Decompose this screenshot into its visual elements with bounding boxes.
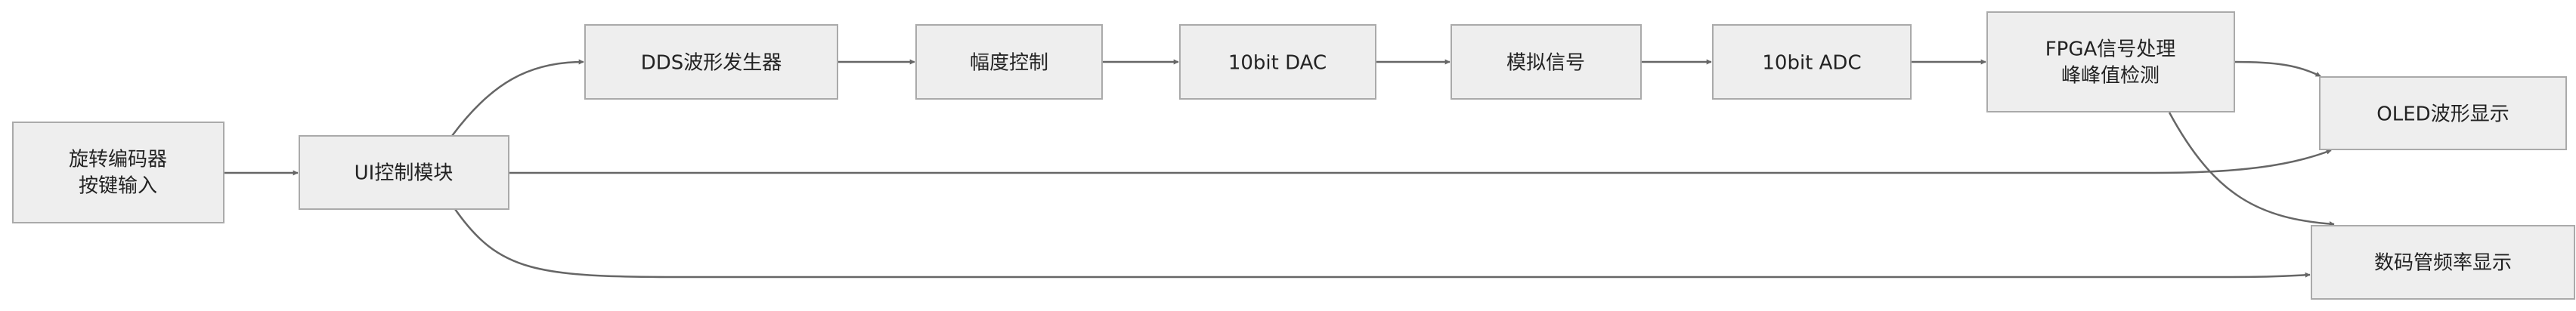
node-analog: 模拟信号 <box>1451 24 1642 100</box>
node-label: 模拟信号 <box>1506 52 1585 75</box>
node-ui-control: UI控制模块 <box>299 135 509 210</box>
node-label: 幅度控制 <box>970 52 1048 75</box>
node-label: 按键输入 <box>79 175 157 198</box>
node-adc: 10bit ADC <box>1712 24 1912 100</box>
node-label: OLED波形显示 <box>2376 103 2509 126</box>
node-label: DDS波形发生器 <box>641 52 782 75</box>
node-amplitude: 幅度控制 <box>915 24 1103 100</box>
node-label: 旋转编码器 <box>69 149 167 171</box>
node-encoder: 旋转编码器 按键输入 <box>12 122 224 223</box>
node-dac: 10bit DAC <box>1179 24 1376 100</box>
node-label: 数码管频率显示 <box>2374 252 2512 275</box>
node-seven-segment: 数码管频率显示 <box>2311 225 2575 300</box>
node-label: 峰峰值检测 <box>2061 65 2160 88</box>
node-label: UI控制模块 <box>355 162 454 185</box>
node-label: FPGA信号处理 <box>2045 38 2176 61</box>
node-fpga: FPGA信号处理 峰峰值检测 <box>1986 11 2235 112</box>
node-label: 10bit DAC <box>1228 52 1327 75</box>
node-oled: OLED波形显示 <box>2319 76 2567 150</box>
edges <box>224 59 2335 279</box>
edge-fpga-to-seg <box>2168 112 2335 227</box>
edge-fpga-to-oled <box>2234 60 2321 78</box>
edge-ui-to-seg <box>454 208 2311 279</box>
node-dds: DDS波形发生器 <box>584 24 838 100</box>
edge-ui-to-oled <box>509 149 2332 174</box>
node-label: 10bit ADC <box>1762 52 1861 75</box>
edge-ui-to-dds <box>450 59 584 137</box>
